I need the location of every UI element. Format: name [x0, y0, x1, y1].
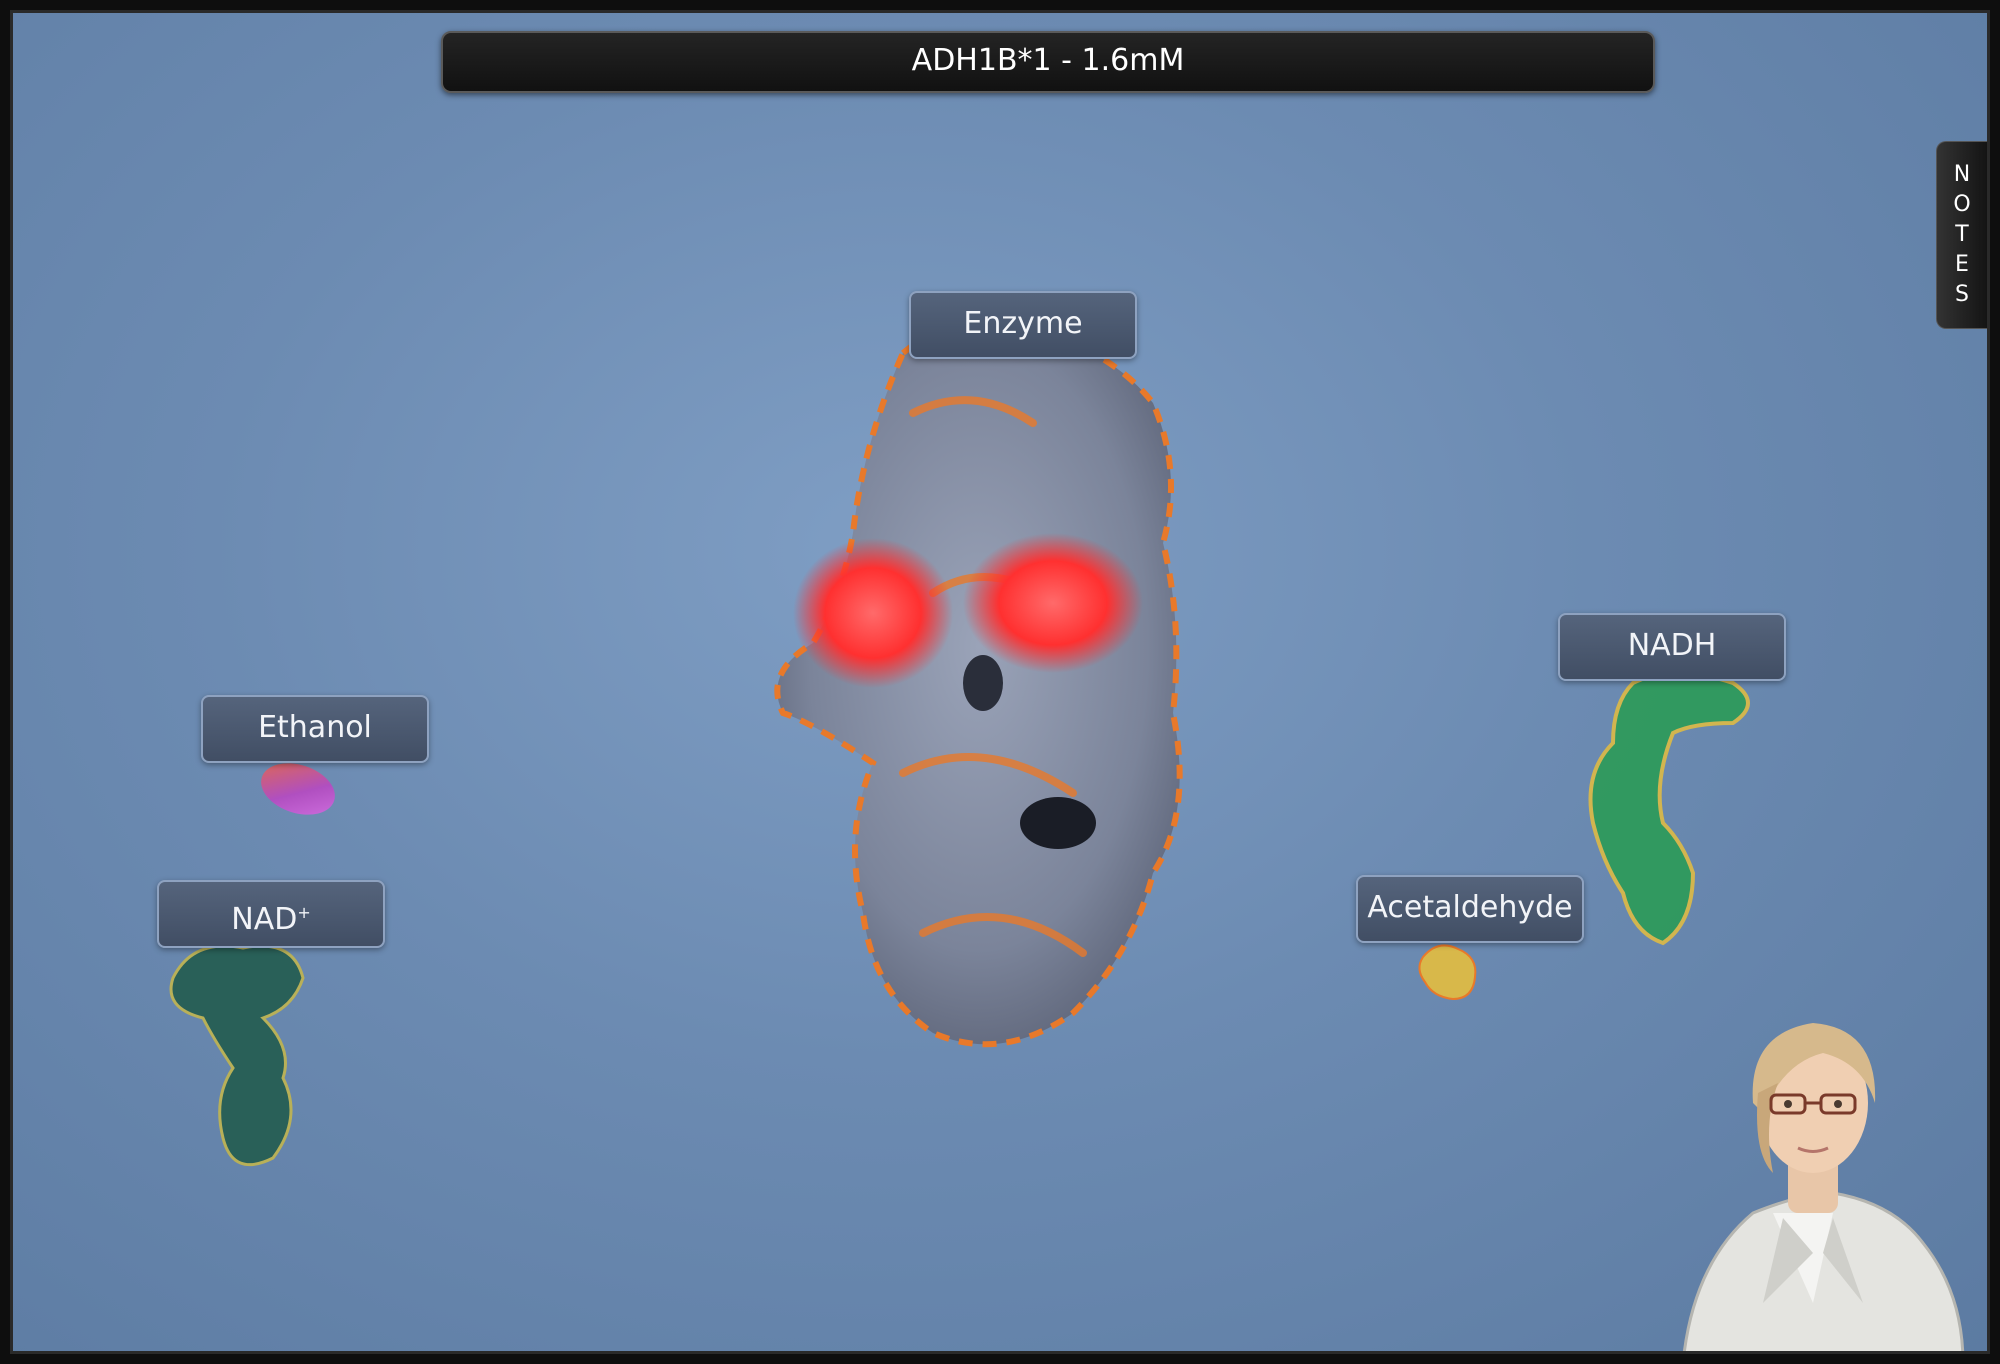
notes-letter: O — [1953, 192, 1971, 217]
acetaldehyde-molecule[interactable] — [1413, 937, 1493, 1007]
scientist-avatar — [1663, 1003, 1973, 1351]
notes-tab[interactable]: N O T E S — [1936, 141, 1987, 329]
notes-letter: T — [1955, 222, 1969, 247]
simulation-viewport: ADH1B*1 - 1.6mM N O T E S — [10, 10, 1990, 1354]
acetaldehyde-label[interactable]: Acetaldehyde — [1356, 875, 1584, 943]
nadh-molecule[interactable] — [1583, 663, 1763, 963]
ethanol-molecule[interactable] — [253, 759, 343, 819]
nadh-label[interactable]: NADH — [1558, 613, 1786, 681]
enzyme-molecule[interactable] — [753, 293, 1213, 1073]
notes-letter: N — [1953, 162, 1971, 187]
nad-label-text: NAD — [231, 902, 298, 937]
ethanol-label[interactable]: Ethanol — [201, 695, 429, 763]
simulation-title-bar: ADH1B*1 - 1.6mM — [441, 31, 1655, 93]
nad-label[interactable]: NAD+ — [157, 880, 385, 948]
nad-molecule[interactable] — [153, 918, 353, 1178]
nad-label-superscript: + — [297, 903, 311, 922]
enzyme-label[interactable]: Enzyme — [909, 291, 1137, 359]
notes-letter: S — [1955, 282, 1969, 307]
notes-letter: E — [1955, 252, 1969, 277]
